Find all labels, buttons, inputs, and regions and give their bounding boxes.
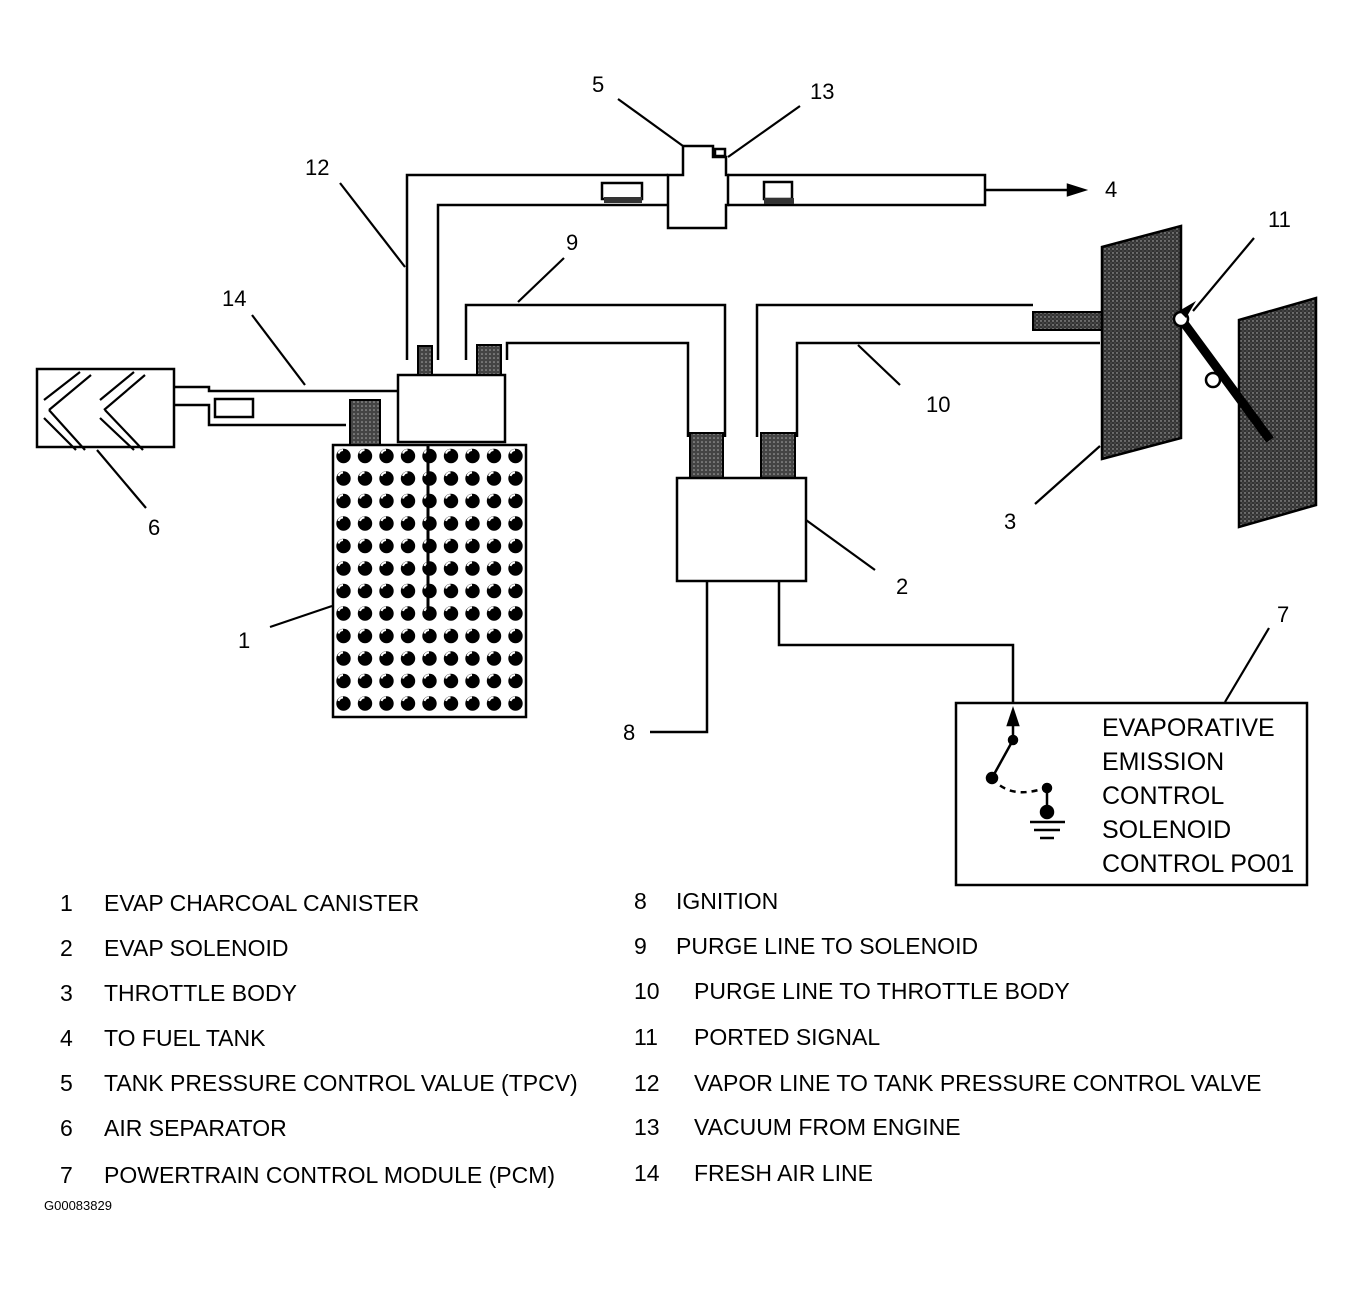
legend-label: PORTED SIGNAL (694, 1024, 881, 1050)
legend-label: IGNITION (676, 888, 779, 914)
legend-label: FRESH AIR LINE (694, 1160, 873, 1186)
callout-11: 11 (1268, 207, 1291, 232)
pcm-line-4: SOLENOID (1102, 816, 1231, 844)
legend-label: PURGE LINE TO SOLENOID (676, 933, 979, 959)
callout-5: 5 (592, 72, 604, 97)
callout-6: 6 (148, 515, 160, 540)
callout-13: 13 (810, 79, 834, 104)
legend-label: EVAP CHARCOAL CANISTER (104, 890, 420, 916)
legend-label: EVAP SOLENOID (104, 935, 289, 961)
legend-label: THROTTLE BODY (104, 980, 297, 1006)
pcm-line-5: CONTROL PO01 (1102, 850, 1294, 878)
pcm-line-2: EMISSION (1102, 748, 1224, 776)
leader-lines (96, 98, 1270, 703)
callout-12: 12 (305, 155, 329, 180)
canister-junction (396, 373, 507, 444)
fitting-12 (417, 345, 433, 376)
legend-number: 8 (634, 888, 647, 914)
callout-8: 8 (623, 720, 635, 745)
legend-number: 7 (60, 1162, 73, 1188)
callout-2: 2 (896, 574, 908, 599)
evap-solenoid (650, 432, 1015, 734)
fitting-9 (476, 344, 502, 376)
legend-number: 10 (634, 978, 660, 1004)
legend-label: TANK PRESSURE CONTROL VALUE (TPCV) (104, 1070, 578, 1096)
legend-number: 14 (634, 1160, 660, 1186)
figure-code: G00083829 (44, 1198, 112, 1213)
legend-number: 11 (634, 1024, 658, 1050)
callout-1: 1 (238, 628, 250, 653)
callout-numbers: 1 2 3 4 5 6 7 8 9 10 11 12 13 14 (148, 72, 1291, 745)
legend-label: AIR SEPARATOR (104, 1115, 287, 1141)
legend-number: 2 (60, 935, 73, 961)
legend-number: 13 (634, 1114, 660, 1140)
legend-label: VACUUM FROM ENGINE (694, 1114, 961, 1140)
air-separator (35, 367, 176, 451)
pcm-line-3: CONTROL (1102, 782, 1224, 810)
legend-number: 3 (60, 980, 73, 1006)
pcm-box-text: EVAPORATIVE EMISSION CONTROL SOLENOID CO… (1102, 714, 1294, 878)
legend-label: TO FUEL TANK (104, 1025, 266, 1051)
pcm-line-1: EVAPORATIVE (1102, 714, 1275, 742)
purge-line-10 (755, 303, 1104, 437)
callout-14: 14 (222, 286, 246, 311)
legend-number: 1 (60, 890, 73, 916)
legend-number: 5 (60, 1070, 73, 1096)
legend-number: 4 (60, 1025, 73, 1051)
legend-number: 12 (634, 1070, 660, 1096)
throttle-body (1100, 224, 1318, 529)
fresh-air-line-14 (174, 385, 398, 427)
callout-9: 9 (566, 230, 578, 255)
callout-3: 3 (1004, 509, 1016, 534)
pcm-box (954, 701, 1309, 887)
tpcv-valve (666, 144, 730, 230)
legend-number: 9 (634, 933, 647, 959)
legend-number: 6 (60, 1115, 73, 1141)
legend-label: VAPOR LINE TO TANK PRESSURE CONTROL VALV… (694, 1070, 1262, 1096)
line-to-fuel-tank (728, 173, 1089, 207)
callout-4: 4 (1105, 177, 1117, 202)
vapor-line-12 (405, 173, 668, 360)
legend-label: POWERTRAIN CONTROL MODULE (PCM) (104, 1162, 556, 1188)
purge-line-9 (464, 303, 727, 437)
callout-7: 7 (1277, 602, 1289, 627)
legend-label: PURGE LINE TO THROTTLE BODY (694, 978, 1070, 1004)
callout-10: 10 (926, 392, 950, 417)
charcoal-canister (331, 399, 528, 719)
